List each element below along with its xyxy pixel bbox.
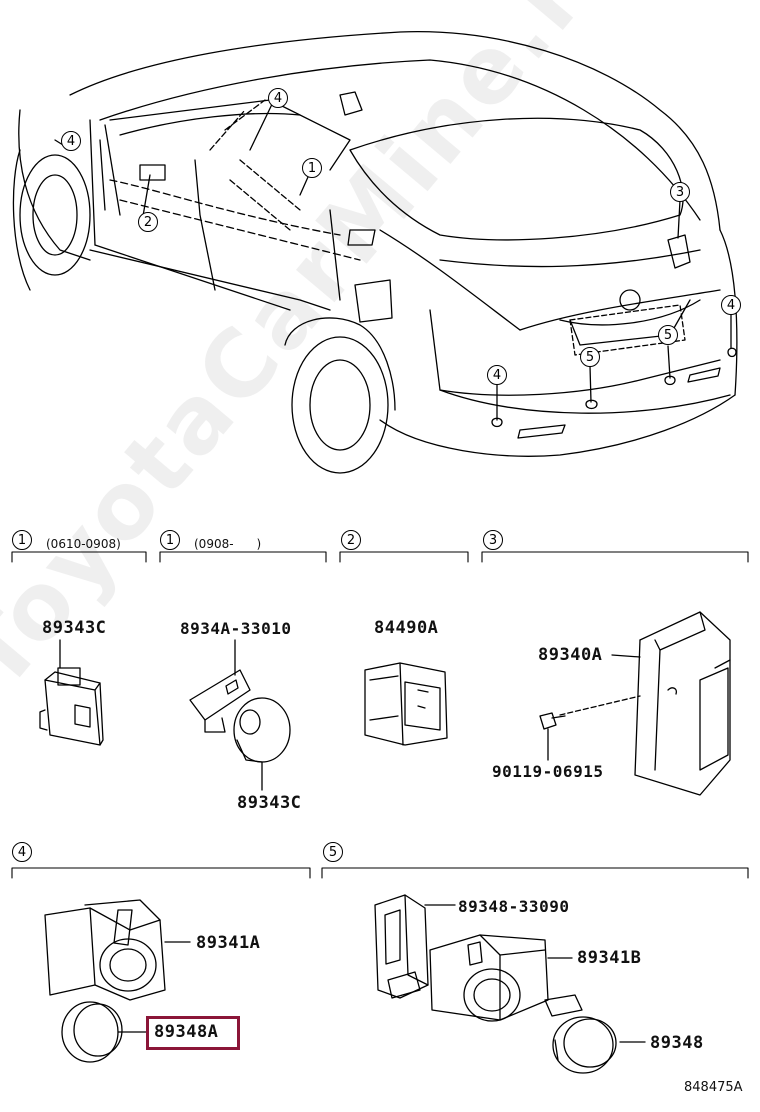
part-label-90119-06915[interactable]: 90119-06915	[492, 762, 604, 781]
callout-marker: 5	[580, 347, 600, 367]
section-brackets	[11, 551, 749, 879]
part-89341a-drawing	[44, 899, 191, 1001]
callout-marker: 2	[138, 212, 158, 232]
section-4-number: 4	[12, 842, 32, 862]
part-label-89348-33090[interactable]: 89348-33090	[458, 897, 570, 916]
part-90119-drawing	[539, 712, 566, 761]
callout-marker: 4	[487, 365, 507, 385]
section-1b-number: 1	[160, 530, 180, 550]
part-label-8934a-33010[interactable]: 8934A-33010	[180, 619, 292, 638]
callout-marker: 4	[721, 295, 741, 315]
part-label-89348[interactable]: 89348	[650, 1033, 704, 1053]
callout-marker: 5	[658, 325, 678, 345]
part-label-89343c-2[interactable]: 89343C	[237, 793, 302, 813]
section-1b-note: (0908- )	[194, 537, 262, 551]
part-label-89341b[interactable]: 89341B	[577, 948, 642, 968]
section-2-number: 2	[341, 530, 361, 550]
callout-marker: 4	[61, 131, 81, 151]
part-89348a-drawing	[61, 1001, 149, 1063]
section-3-number: 3	[483, 530, 503, 550]
part-89343c-drawing-2	[233, 697, 291, 791]
part-84490a-drawing	[364, 662, 448, 746]
part-89343c-drawing-1	[39, 639, 104, 746]
highlight-box	[146, 1016, 240, 1050]
car-overview-illustration	[12, 31, 738, 474]
section-1a-note: (0610-0908)	[46, 537, 121, 551]
section-5-number: 5	[323, 842, 343, 862]
part-label-89341a[interactable]: 89341A	[196, 933, 261, 953]
callout-marker: 4	[268, 88, 288, 108]
part-8934a-drawing	[189, 639, 251, 733]
figure-id: 848475A	[684, 1080, 743, 1095]
part-89340a-drawing	[559, 611, 731, 796]
part-label-89340a[interactable]: 89340A	[538, 645, 603, 665]
part-89348-33090-drawing	[374, 894, 456, 999]
part-89348-drawing	[544, 994, 646, 1074]
part-89341b-drawing	[429, 934, 573, 1022]
callout-marker: 3	[670, 182, 690, 202]
part-label-84490a[interactable]: 84490A	[374, 618, 439, 638]
part-label-89348a[interactable]: 89348A	[154, 1022, 219, 1042]
section-1a-number: 1	[12, 530, 32, 550]
callout-marker: 1	[302, 158, 322, 178]
part-label-89343c[interactable]: 89343C	[42, 618, 107, 638]
